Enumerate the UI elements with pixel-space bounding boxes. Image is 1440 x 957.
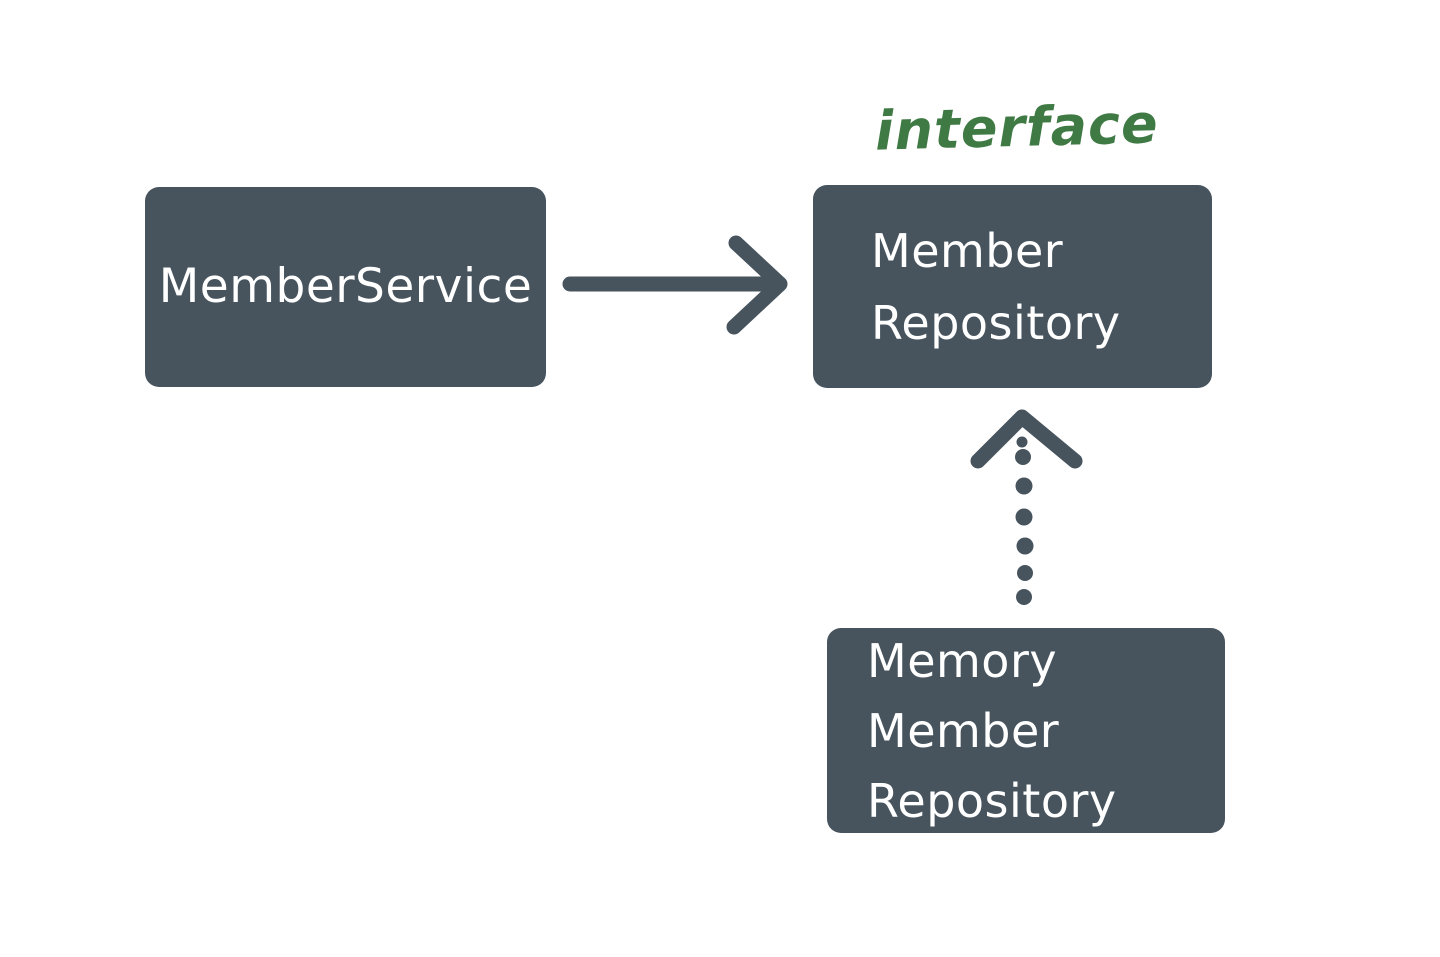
member-repository-node: Member Repository (813, 185, 1212, 388)
member-repository-label-line2: Repository (871, 295, 1121, 350)
memory-member-repository-node: Memory Member Repository (827, 628, 1225, 833)
dependency-arrow-icon (562, 235, 788, 335)
member-service-label: MemberService (158, 259, 533, 314)
memory-member-repository-label-line2: Member (867, 703, 1060, 758)
member-repository-label-line1: Member (871, 223, 1064, 278)
memory-member-repository-label-line3: Repository (867, 773, 1117, 828)
member-service-node: MemberService (145, 187, 546, 387)
memory-member-repository-label-line1: Memory (867, 633, 1058, 688)
implements-arrow-icon (970, 409, 1083, 605)
